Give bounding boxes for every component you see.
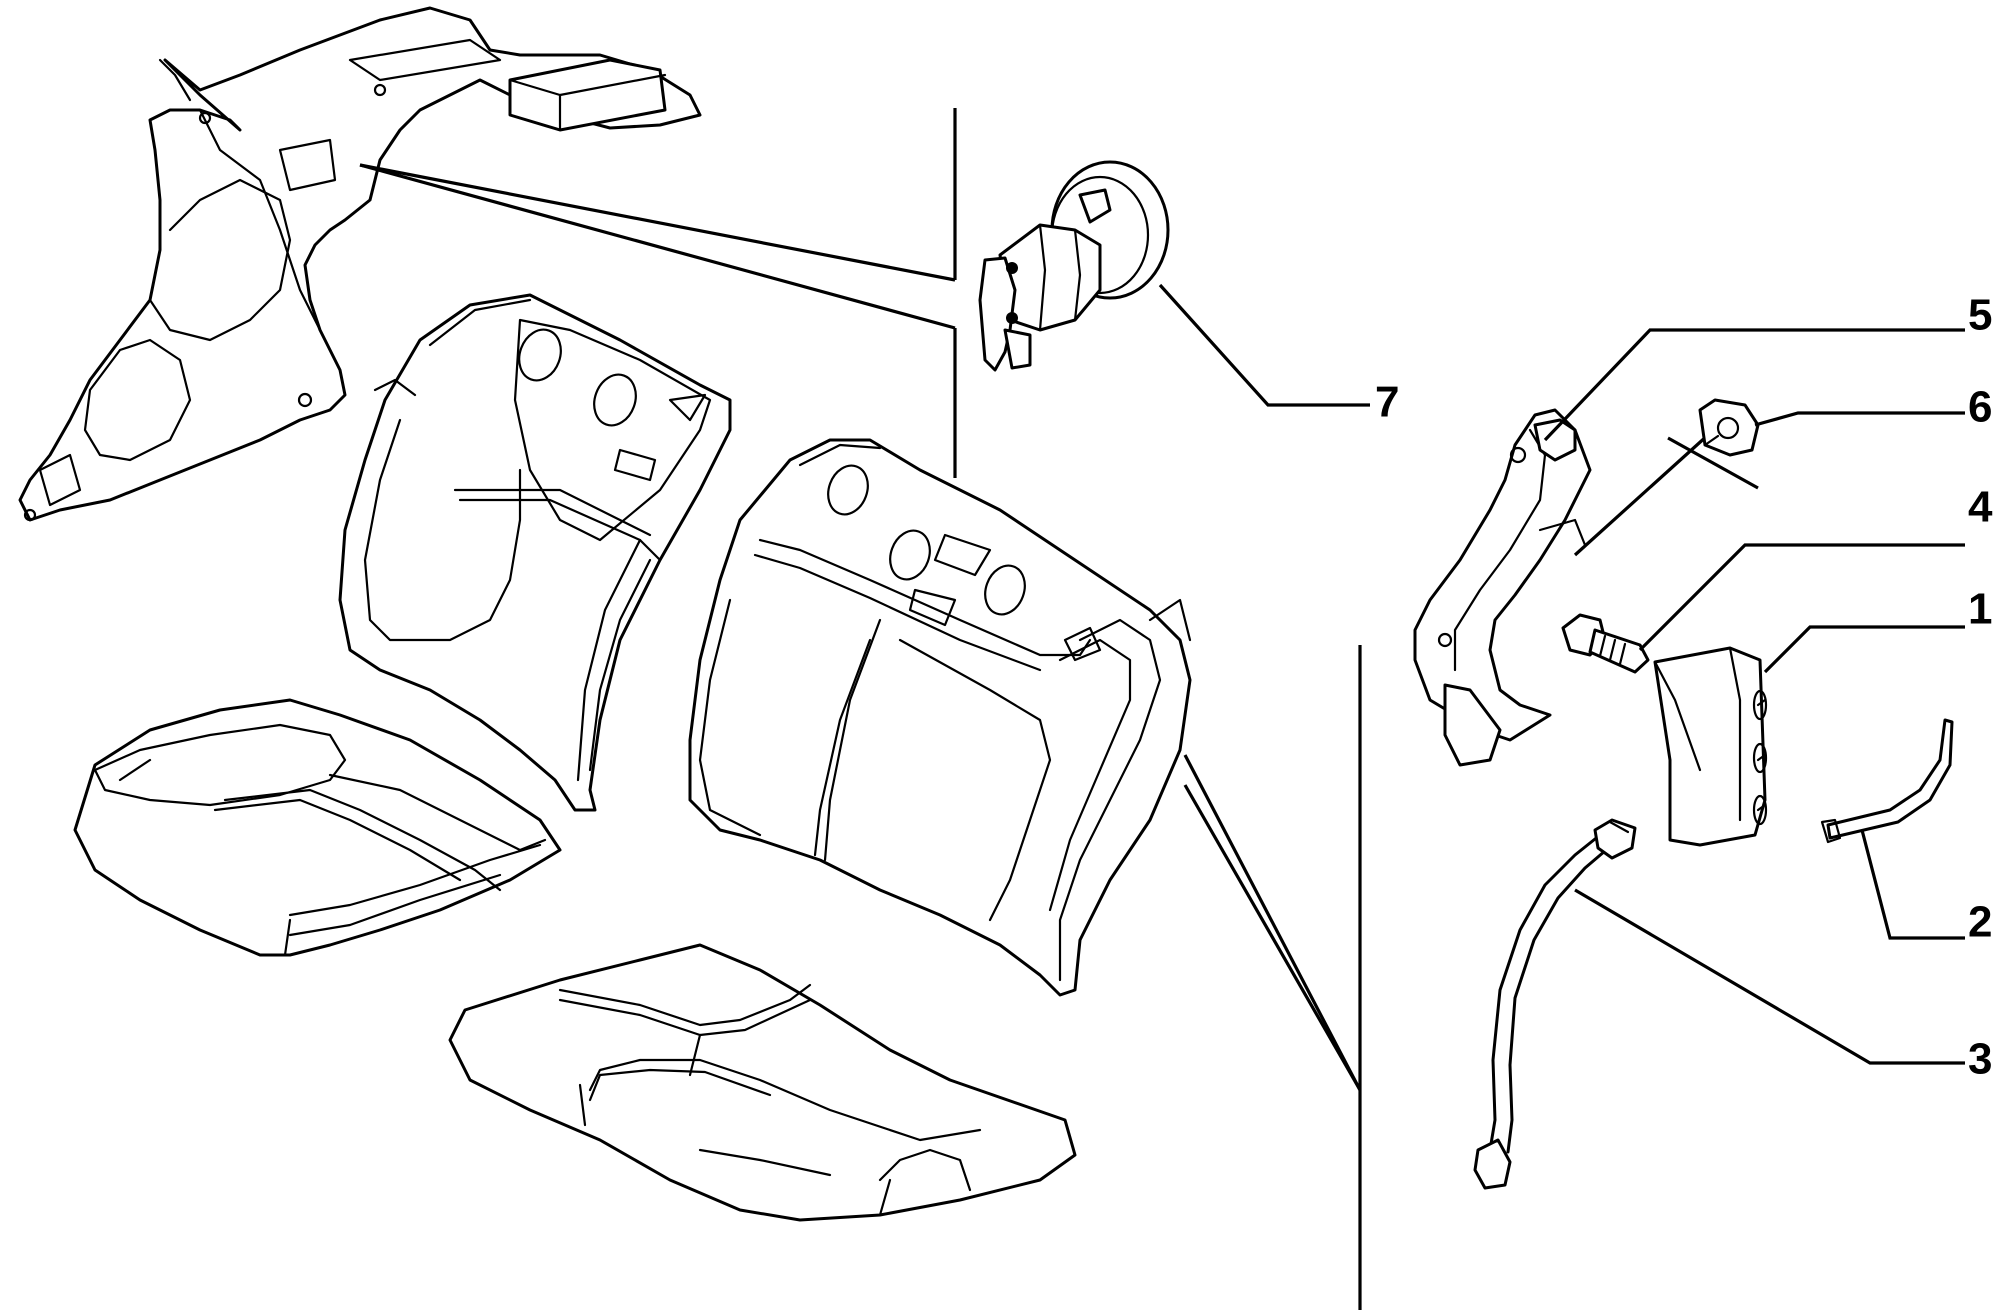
part-7-lock-housing <box>978 160 1170 372</box>
part-1-cover <box>1653 646 1768 847</box>
trim-panel-leader-lines <box>359 108 957 478</box>
seat-cushion-right <box>448 943 1077 1222</box>
callout-6: 6 <box>1968 383 1992 432</box>
seat-back-left <box>338 293 732 812</box>
leader-3 <box>1574 888 1965 1065</box>
leader-7 <box>1158 283 1370 407</box>
leader-2 <box>1860 829 1965 940</box>
part-5-bracket <box>1413 408 1592 767</box>
part-4-bolt <box>1561 613 1650 674</box>
seat-back-right <box>688 438 1192 997</box>
part-2-strap <box>1820 718 1954 844</box>
seat-back-leader-lines <box>1183 645 1362 1310</box>
callout-4: 4 <box>1968 483 1993 532</box>
leader-1 <box>1763 625 1965 674</box>
leader-5-ref-a <box>1573 433 1710 557</box>
callout-5: 5 <box>1968 291 1992 340</box>
leader-5-ref-b <box>1667 436 1759 490</box>
leader-5 <box>1543 328 1965 442</box>
part-6-nut <box>1698 398 1760 457</box>
callout-2: 2 <box>1968 898 1992 947</box>
leader-4 <box>1638 543 1965 652</box>
callout-7: 7 <box>1375 378 1399 427</box>
rear-side-trim-panel <box>18 6 702 522</box>
seat-cushion-left <box>73 698 562 957</box>
callout-1: 1 <box>1968 585 1992 634</box>
part-3-cable <box>1473 818 1637 1190</box>
callout-labels: 7 5 6 4 1 2 3 <box>1375 291 1993 1084</box>
callout-3: 3 <box>1968 1035 1992 1084</box>
leader-6 <box>1754 411 1965 427</box>
